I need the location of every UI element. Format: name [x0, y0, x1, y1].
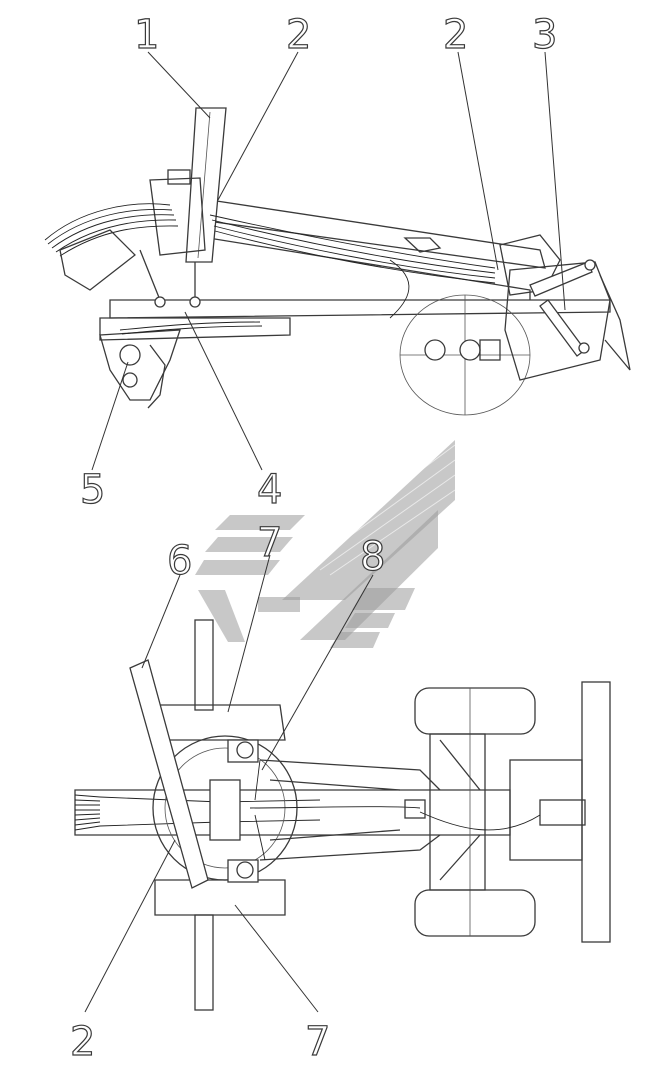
callout-6: 6 — [167, 538, 192, 584]
hose-fan — [74, 794, 321, 831]
callout-2-top-right: 2 — [443, 12, 468, 58]
callout-1: 1 — [134, 12, 159, 58]
callout-2-bottom: 2 — [70, 1019, 95, 1065]
callout-4: 4 — [257, 467, 282, 513]
callout-7-bottom: 7 — [305, 1019, 330, 1065]
callout-7-top: 7 — [257, 520, 282, 566]
callout-labels: 1 2 2 3 4 5 6 7 8 2 7 — [69, 11, 558, 1065]
side-view-assembly — [44, 107, 631, 416]
callout-3: 3 — [532, 12, 557, 58]
plan-view-assembly — [74, 619, 611, 1011]
leader-lines — [84, 51, 566, 1013]
callout-8: 8 — [360, 534, 385, 580]
callout-5: 5 — [80, 467, 105, 513]
callout-2-top-left: 2 — [286, 12, 311, 58]
watermark-logo — [195, 440, 456, 648]
